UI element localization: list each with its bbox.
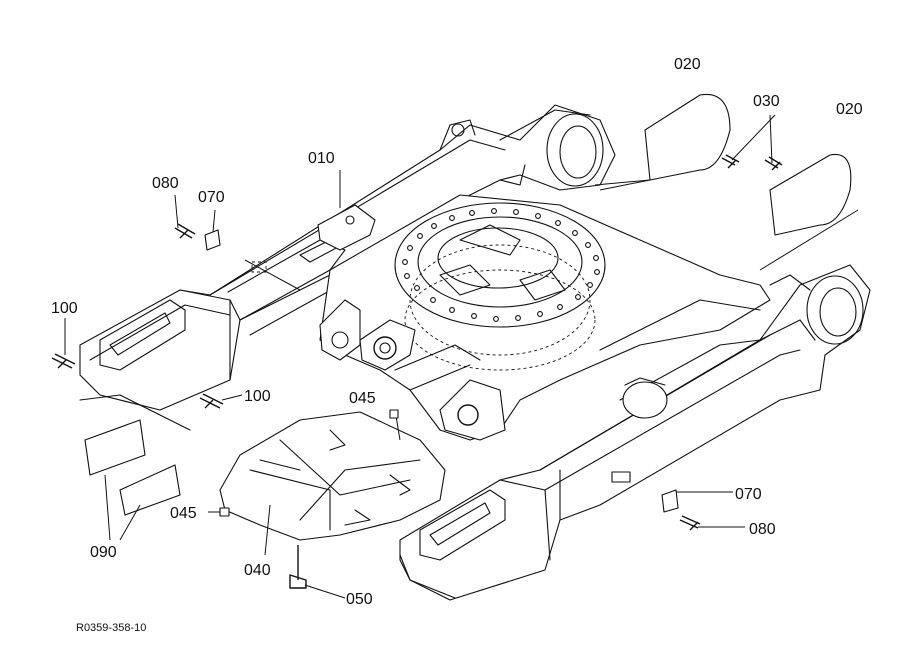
label-010: 010 (308, 150, 335, 167)
bolt-100-left-icon (51, 318, 76, 369)
label-040: 040 (244, 562, 271, 579)
clip-070-right-icon (661, 489, 733, 513)
right-track-frame (399, 264, 871, 601)
label-080-left: 080 (152, 175, 179, 192)
bolt-030-right-icon (764, 114, 783, 171)
label-080-right: 080 (749, 521, 776, 538)
clip-045-lower-icon (208, 507, 230, 517)
label-050: 050 (346, 591, 373, 608)
bolt-030-left-icon (721, 114, 776, 169)
reference-code: R0359-358-10 (76, 622, 146, 634)
cover-020-right (759, 153, 859, 271)
bolt-080-right-icon (679, 515, 745, 531)
bolt-100-right-icon (199, 393, 243, 409)
under-cover-040 (219, 409, 446, 556)
label-070-right: 070 (735, 486, 762, 503)
label-030: 030 (753, 93, 780, 110)
clip-045-upper-icon (389, 409, 399, 419)
clip-070-left-icon (204, 209, 221, 251)
label-045-upper: 045 (349, 390, 376, 407)
label-045-lower: 045 (170, 505, 197, 522)
bolt-circle (402, 208, 600, 322)
center-frame (319, 194, 771, 441)
label-070-left: 070 (198, 189, 225, 206)
bolt-050-icon (289, 545, 346, 599)
label-100-right: 100 (244, 388, 271, 405)
bolt-080-left-icon (174, 194, 196, 239)
label-090: 090 (90, 544, 117, 561)
cover-020-left (599, 93, 731, 191)
label-020-right: 020 (836, 101, 863, 118)
label-020-left: 020 (674, 56, 701, 73)
brackets-090 (79, 394, 191, 541)
plate-010 (317, 170, 376, 251)
label-100-left: 100 (51, 300, 78, 317)
left-track-frame (79, 104, 616, 411)
